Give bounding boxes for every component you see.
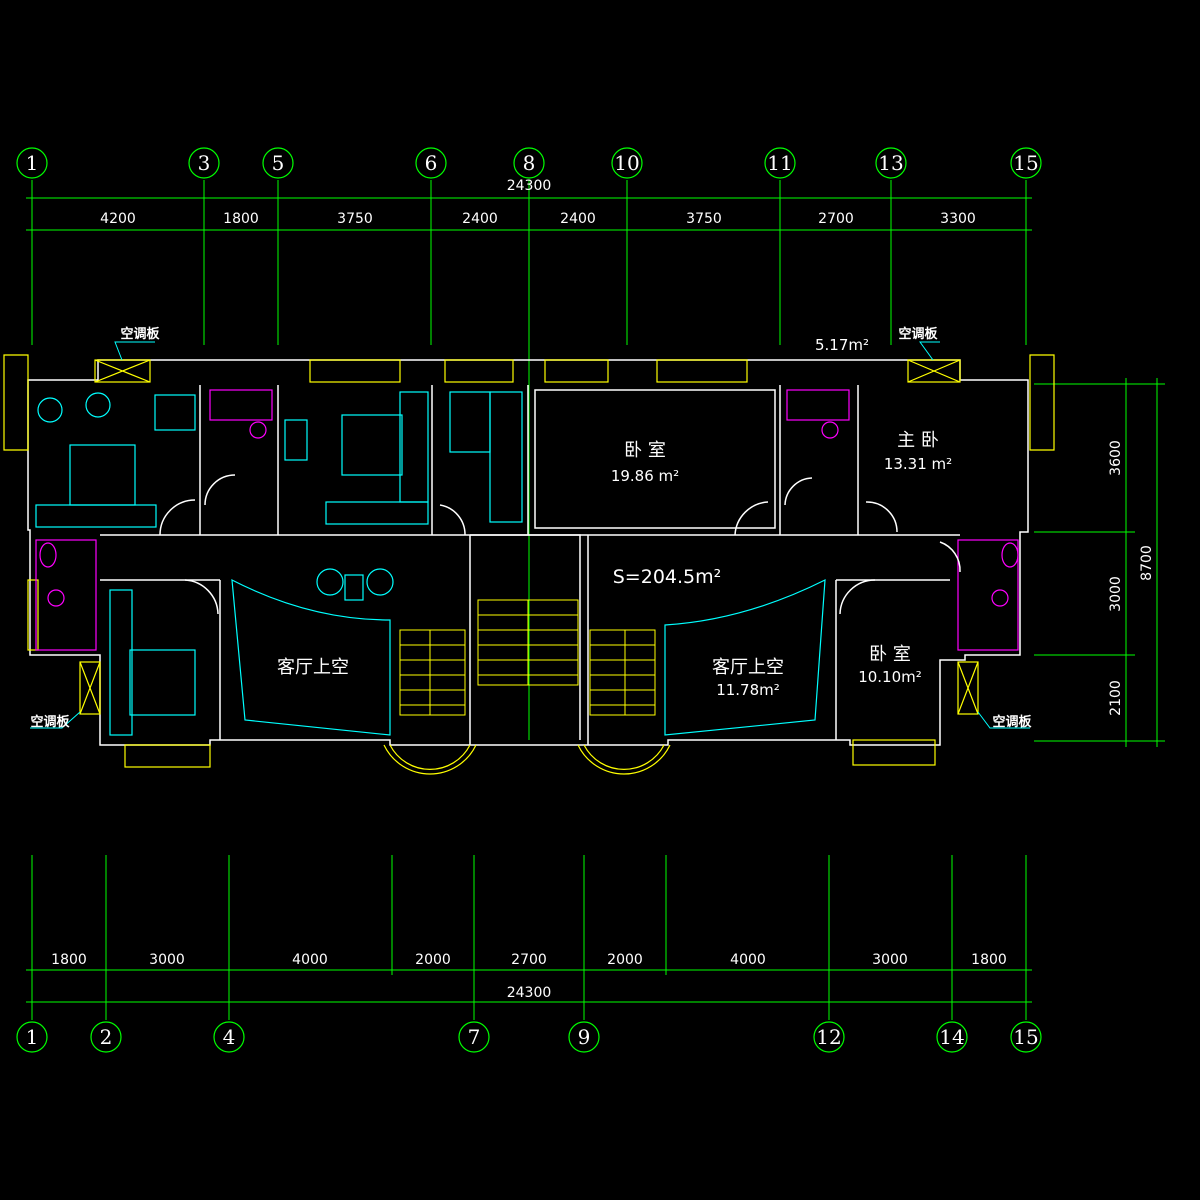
small-area-label: 5.17m² xyxy=(815,336,869,354)
furniture xyxy=(35,391,523,736)
axis-label: 5 xyxy=(272,151,285,175)
ac-board-label: 空调板 xyxy=(30,714,70,730)
room-area: 11.78m² xyxy=(716,681,780,699)
dimension-value: 3750 xyxy=(686,211,722,227)
living-voids xyxy=(231,578,826,736)
axis-label: 8 xyxy=(523,151,536,175)
top-total-dimension: 24300 xyxy=(507,178,552,194)
top-dimensions: 4200 1800 3750 2400 2400 3750 2700 3300 xyxy=(100,211,976,227)
axis-label: 13 xyxy=(878,151,903,175)
axis-label: 12 xyxy=(816,1025,841,1049)
dimension-value: 1800 xyxy=(223,211,259,227)
dimension-value: 3000 xyxy=(1108,576,1124,612)
dimension-value: 2000 xyxy=(415,952,451,968)
room-name: 主 卧 xyxy=(897,430,939,451)
stairs xyxy=(399,599,656,716)
dimension-value: 3300 xyxy=(940,211,976,227)
dimension-value: 3000 xyxy=(872,952,908,968)
room-area: 10.10m² xyxy=(858,668,922,686)
axis-label: 4 xyxy=(223,1025,236,1049)
dimension-value: 3600 xyxy=(1108,440,1124,476)
top-grid-lines xyxy=(26,180,1032,740)
axis-label: 14 xyxy=(939,1025,964,1049)
ac-boards xyxy=(79,359,979,715)
axis-label: 11 xyxy=(767,151,792,175)
room-area: 13.31 m² xyxy=(884,455,952,473)
axis-label: 6 xyxy=(425,151,438,175)
dimension-value: 2400 xyxy=(462,211,498,227)
room-name: 客厅上空 xyxy=(277,657,349,678)
dimension-value: 2100 xyxy=(1108,680,1124,716)
dimension-value: 4200 xyxy=(100,211,136,227)
axis-label: 15 xyxy=(1013,151,1038,175)
bottom-grid-lines xyxy=(26,855,1032,1020)
dimension-value: 2400 xyxy=(560,211,596,227)
ac-board-label: 空调板 xyxy=(120,326,160,342)
dimension-value: 4000 xyxy=(730,952,766,968)
windows xyxy=(3,354,1055,768)
room-name: 客厅上空 xyxy=(712,657,784,678)
bottom-dimensions: 1800 3000 4000 2000 2700 2000 4000 3000 … xyxy=(51,952,1007,968)
bathrooms xyxy=(35,389,1019,651)
dimension-value: 1800 xyxy=(51,952,87,968)
axis-label: 2 xyxy=(100,1025,113,1049)
bottom-axis-labels: 1 2 4 7 9 12 14 15 xyxy=(26,1025,1039,1049)
dimension-value: 4000 xyxy=(292,952,328,968)
room-area: 19.86 m² xyxy=(611,467,679,485)
axis-label: 7 xyxy=(468,1025,481,1049)
dimension-value: 2700 xyxy=(818,211,854,227)
axis-label: 10 xyxy=(614,151,639,175)
right-grid-lines xyxy=(1034,378,1165,747)
bottom-axis-bubbles xyxy=(16,1021,1042,1053)
ac-board-label: 空调板 xyxy=(898,326,938,342)
leader-lines xyxy=(30,341,1030,729)
total-area-label: S=204.5m² xyxy=(613,566,722,588)
doors xyxy=(159,474,961,615)
building-walls xyxy=(27,359,1029,746)
dimension-value: 3000 xyxy=(149,952,185,968)
axis-label: 15 xyxy=(1013,1025,1038,1049)
top-axis-labels: 1 3 5 6 8 10 11 13 15 xyxy=(26,151,1039,175)
axis-label: 1 xyxy=(26,1025,39,1049)
dimension-value: 2000 xyxy=(607,952,643,968)
dimension-value: 3750 xyxy=(337,211,373,227)
dimension-value: 1800 xyxy=(971,952,1007,968)
bay-windows xyxy=(383,744,671,775)
dimension-value: 2700 xyxy=(511,952,547,968)
right-dimensions: 3600 3000 2100 8700 xyxy=(1108,440,1155,716)
room-name: 卧 室 xyxy=(869,644,911,665)
axis-label: 1 xyxy=(26,151,39,175)
room-name: 卧 室 xyxy=(624,440,666,461)
right-total-dimension: 8700 xyxy=(1139,545,1155,581)
axis-label: 9 xyxy=(578,1025,591,1049)
top-axis-bubbles xyxy=(16,147,1042,179)
bottom-total-dimension: 24300 xyxy=(507,985,552,1001)
ac-board-label: 空调板 xyxy=(992,714,1032,730)
axis-label: 3 xyxy=(198,151,211,175)
